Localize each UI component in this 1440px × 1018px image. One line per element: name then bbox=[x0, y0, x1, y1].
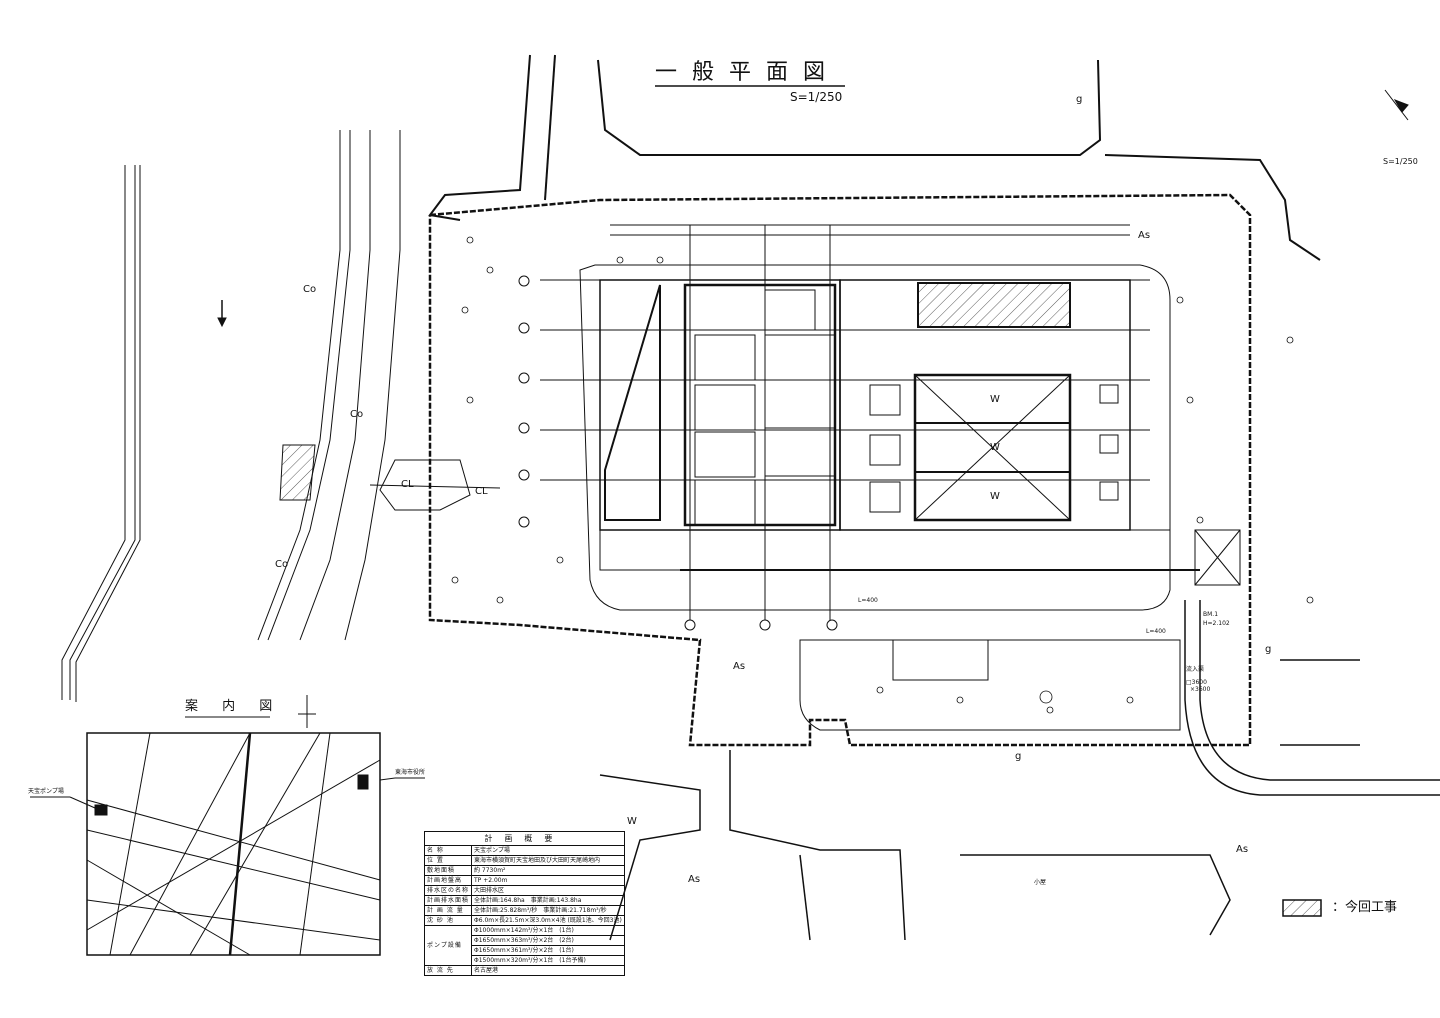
lower-roads bbox=[599, 600, 1440, 941]
label-as: As bbox=[1236, 844, 1249, 855]
legend-swatch bbox=[1282, 899, 1322, 917]
legend-label: ：今回工事 bbox=[1332, 900, 1398, 915]
label-g: g bbox=[1265, 644, 1272, 655]
label-co: Co bbox=[303, 284, 317, 295]
label-as: As bbox=[1138, 230, 1151, 241]
label-co: Co bbox=[275, 559, 289, 570]
table-row: 位 置東海市横須賀町天宝地田及び大田町天尾崎地内 bbox=[423, 855, 625, 866]
grid-axis-markers bbox=[518, 275, 838, 631]
label-w: W bbox=[990, 394, 1000, 405]
sedimentation-basins bbox=[839, 279, 1131, 531]
label-as: As bbox=[733, 661, 746, 672]
table-row: 敷地面積約 7730m² bbox=[423, 865, 625, 876]
drawing-title: 一 般 平 面 図 bbox=[655, 60, 829, 85]
project-summary-table: 計画概要 名 称天宝ポンプ場 位 置東海市横須賀町天宝地田及び大田町天尾崎地内 … bbox=[423, 831, 625, 976]
site-boundary bbox=[428, 193, 1252, 747]
guide-map bbox=[30, 716, 425, 956]
label-co: Co bbox=[350, 409, 364, 420]
label-inflow-size: □3600 bbox=[1186, 679, 1207, 686]
north-arrow-icon bbox=[1384, 89, 1409, 121]
label-w: W bbox=[990, 442, 1000, 453]
pump-building bbox=[599, 279, 841, 531]
label-l400: L=400 bbox=[858, 597, 878, 604]
table-row: 放 流 先名古屋港 bbox=[423, 965, 625, 976]
summary-title: 計画概要 bbox=[424, 831, 625, 846]
river-embankment bbox=[61, 130, 401, 702]
table-row: 計画排水面積全体計画:164.8ha 事業計画:143.8ha bbox=[423, 895, 625, 906]
label-g: g bbox=[1015, 751, 1022, 762]
table-row: 排水区の名称大田排水区 bbox=[423, 885, 625, 896]
parking-structure bbox=[892, 639, 989, 681]
label-as: As bbox=[688, 874, 701, 885]
label-g: g bbox=[1076, 94, 1083, 105]
label-l400: L=400 bbox=[1146, 628, 1166, 635]
driveway bbox=[579, 264, 1171, 611]
label-bm-height: H=2.102 bbox=[1203, 620, 1230, 627]
culvert-bridge bbox=[369, 459, 501, 511]
upper-revetment bbox=[428, 54, 1321, 261]
drawing-scale-secondary: S=1/250 bbox=[1383, 157, 1418, 166]
guide-label-pump-station: 天宝ポンプ場 bbox=[28, 788, 64, 795]
label-w: W bbox=[627, 816, 637, 827]
drawing-scale: S=1/250 bbox=[790, 90, 843, 104]
guide-label-city-hall: 東海市役所 bbox=[395, 769, 426, 776]
label-w: W bbox=[990, 491, 1000, 502]
flow-arrowhead-icon bbox=[217, 317, 227, 328]
table-row: 計 画 流 量全体計画:25.828m³/秒 事業計画:21.718m³/秒 bbox=[423, 905, 625, 916]
label-inflow-size2: ×3600 bbox=[1190, 686, 1211, 693]
lower-yard bbox=[799, 639, 1181, 731]
guide-map-title: 案 内 図 bbox=[185, 699, 283, 714]
pipe-lines bbox=[540, 224, 1241, 620]
guide-north-arrow-icon bbox=[298, 695, 316, 728]
table-row: 名 称天宝ポンプ場 bbox=[423, 845, 625, 856]
label-bm: BM.1 bbox=[1203, 611, 1219, 618]
label-hut: 小屋 bbox=[1034, 879, 1047, 886]
label-inflow: 流入渠 bbox=[1186, 666, 1205, 673]
label-cl: CL bbox=[475, 486, 488, 497]
label-cl: CL bbox=[401, 479, 414, 490]
trees bbox=[451, 236, 1314, 714]
